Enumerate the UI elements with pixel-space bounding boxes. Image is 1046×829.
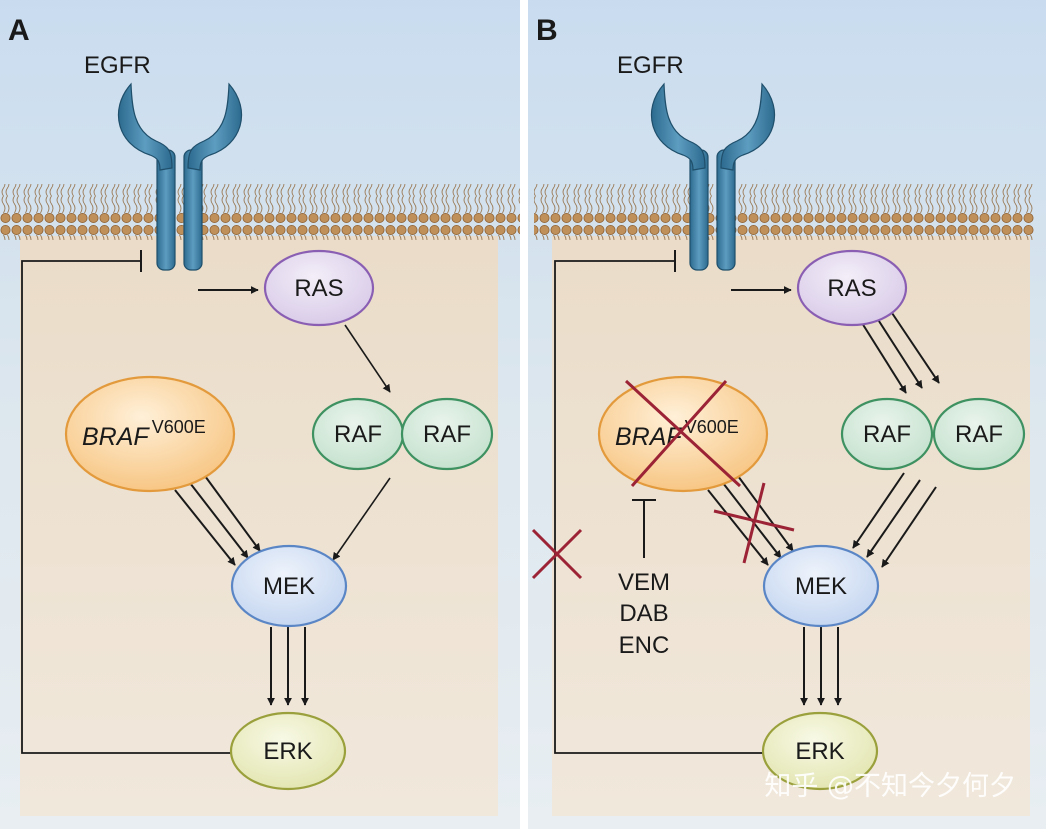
panel-a: A EGFR RAS RAF (0, 0, 520, 829)
panel-b-erk-node: ERK (761, 711, 879, 791)
panel-a-erk-node: ERK (229, 711, 347, 791)
panel-a-arrows-braf-mek (174, 475, 261, 566)
panel-b-inhibitor-dab: DAB (619, 600, 668, 627)
panel-b-braf-block-cross (624, 379, 742, 488)
panel-b-braf-signal-cross (713, 482, 795, 564)
panel-b-label: B (536, 14, 558, 47)
panel-a-raf-label-1: RAF (334, 421, 382, 448)
panel-b-ras-node: RAS (796, 249, 908, 327)
panel-b-mek-node: MEK (762, 544, 880, 628)
panel-b: B EGFR (528, 0, 1046, 829)
panel-a-egfr-label: EGFR (84, 52, 151, 79)
panel-b-inhibitor-line (632, 499, 656, 558)
panel-b-raf-label-1: RAF (863, 421, 911, 448)
panel-b-inhibitor-vem: VEM (618, 569, 670, 596)
panel-a-label: A (8, 14, 30, 47)
panel-a-raf-node-1: RAF (311, 397, 405, 471)
panel-a-ras-node: RAS (263, 249, 375, 327)
panel-b-mek-label: MEK (795, 573, 847, 600)
panel-b-raf-label-2: RAF (955, 421, 1003, 448)
panel-b-raf-node-2: RAF (932, 397, 1026, 471)
panel-b-inhibitor-enc: ENC (619, 632, 670, 659)
panel-b-raf-node-1: RAF (840, 397, 934, 471)
panel-a-feedback-line (21, 260, 232, 754)
panel-a-arrow-raf-mek (332, 477, 391, 561)
panel-b-erk-label: ERK (795, 738, 844, 765)
panel-a-braf-gene: BRAF (82, 423, 150, 451)
panel-a-braf-mutation: V600E (152, 417, 206, 437)
panel-a-ras-label: RAS (294, 275, 343, 302)
panel-a-arrow-ras-raf (344, 324, 391, 393)
watermark: 知乎 @不知今夕何夕 (764, 771, 1016, 802)
panel-b-braf-mutation: V600E (685, 417, 739, 437)
panel-a-arrows-mek-erk (267, 627, 309, 706)
panel-b-feedback-line (554, 260, 764, 754)
panel-b-arrows-mek-erk (800, 627, 842, 706)
panel-b-egfr-label: EGFR (617, 52, 684, 79)
panel-b-arrows-raf-mek (852, 472, 937, 568)
panel-b-arrows-ras-raf (861, 312, 940, 394)
panel-a-raf-label-2: RAF (423, 421, 471, 448)
panel-b-egfr-receptor (650, 82, 776, 271)
panel-a-egfr-receptor (117, 82, 243, 271)
panel-b-braf-gene: BRAF (615, 423, 683, 451)
panel-a-membrane (0, 184, 520, 240)
panel-b-feedback-block-cross (531, 528, 583, 580)
panel-a-raf-node-2: RAF (400, 397, 494, 471)
panel-a-mek-node: MEK (230, 544, 348, 628)
panel-a-mek-label: MEK (263, 573, 315, 600)
panel-a-erk-label: ERK (263, 738, 312, 765)
panel-b-ras-label: RAS (827, 275, 876, 302)
panel-b-membrane (534, 184, 1034, 240)
